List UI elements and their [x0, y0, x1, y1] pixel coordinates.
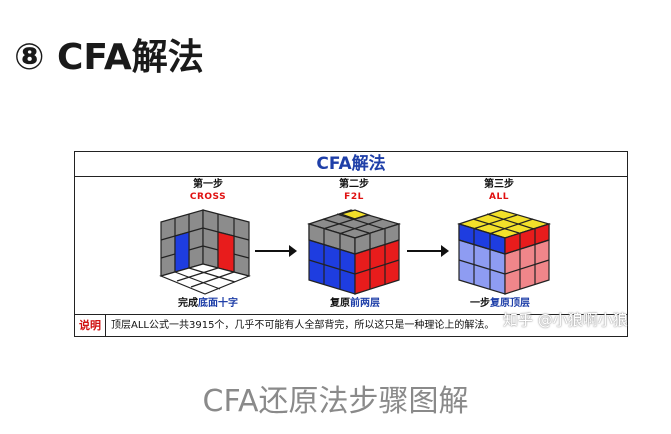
cube-all-illustration	[457, 209, 552, 295]
step-2-title: 第二步	[339, 179, 369, 190]
arrow-2	[407, 245, 449, 257]
figure-caption: CFA还原法步骤图解	[202, 384, 469, 419]
step-2-caption: 复原前两层	[285, 298, 425, 310]
watermark: 知乎 @小狼啊小狼	[503, 311, 628, 329]
note-row: 说明 顶层ALL公式一共3915个，几乎不可能有人全部背完，所以这只是一种理论上…	[75, 314, 627, 336]
diagram-title: CFA解法	[316, 154, 386, 174]
step-1-caption: 完成底面十字	[138, 298, 278, 310]
step-2-caption-pre: 复原	[330, 298, 350, 309]
step-3-caption: 一步复原顶层	[430, 298, 570, 310]
cube-f2l-illustration	[307, 209, 402, 295]
step-3-caption-pre: 一步	[470, 298, 490, 309]
cube-cross-illustration	[159, 209, 251, 295]
note-text: 顶层ALL公式一共3915个，几乎不可能有人全部背完，所以这只是一种理论上的解法…	[111, 320, 495, 331]
note-label: 说明	[75, 315, 106, 336]
step-3-title: 第三步	[484, 179, 514, 190]
step-1-sub: CROSS	[189, 192, 227, 202]
step-3-label: 第三步 ALL	[454, 179, 544, 203]
step-2-caption-highlight: 前两层	[350, 298, 380, 309]
arrow-1	[255, 245, 297, 257]
step-2-label: 第二步 F2L	[309, 179, 399, 203]
cfa-diagram: CFA解法 第一步 CROSS 第二步 F2L 第三步 ALL	[74, 151, 628, 337]
step-1-title: 第一步	[193, 179, 223, 190]
step-3-caption-highlight: 复原顶层	[490, 298, 530, 309]
diagram-title-row: CFA解法	[75, 152, 627, 177]
step-1-caption-pre: 完成	[178, 298, 198, 309]
step-1-caption-highlight: 底面十字	[198, 298, 238, 309]
section-heading: ⑧ CFA解法	[14, 37, 204, 78]
step-3-sub: ALL	[489, 192, 509, 202]
step-1-label: 第一步 CROSS	[163, 179, 253, 203]
step-2-sub: F2L	[344, 192, 364, 202]
